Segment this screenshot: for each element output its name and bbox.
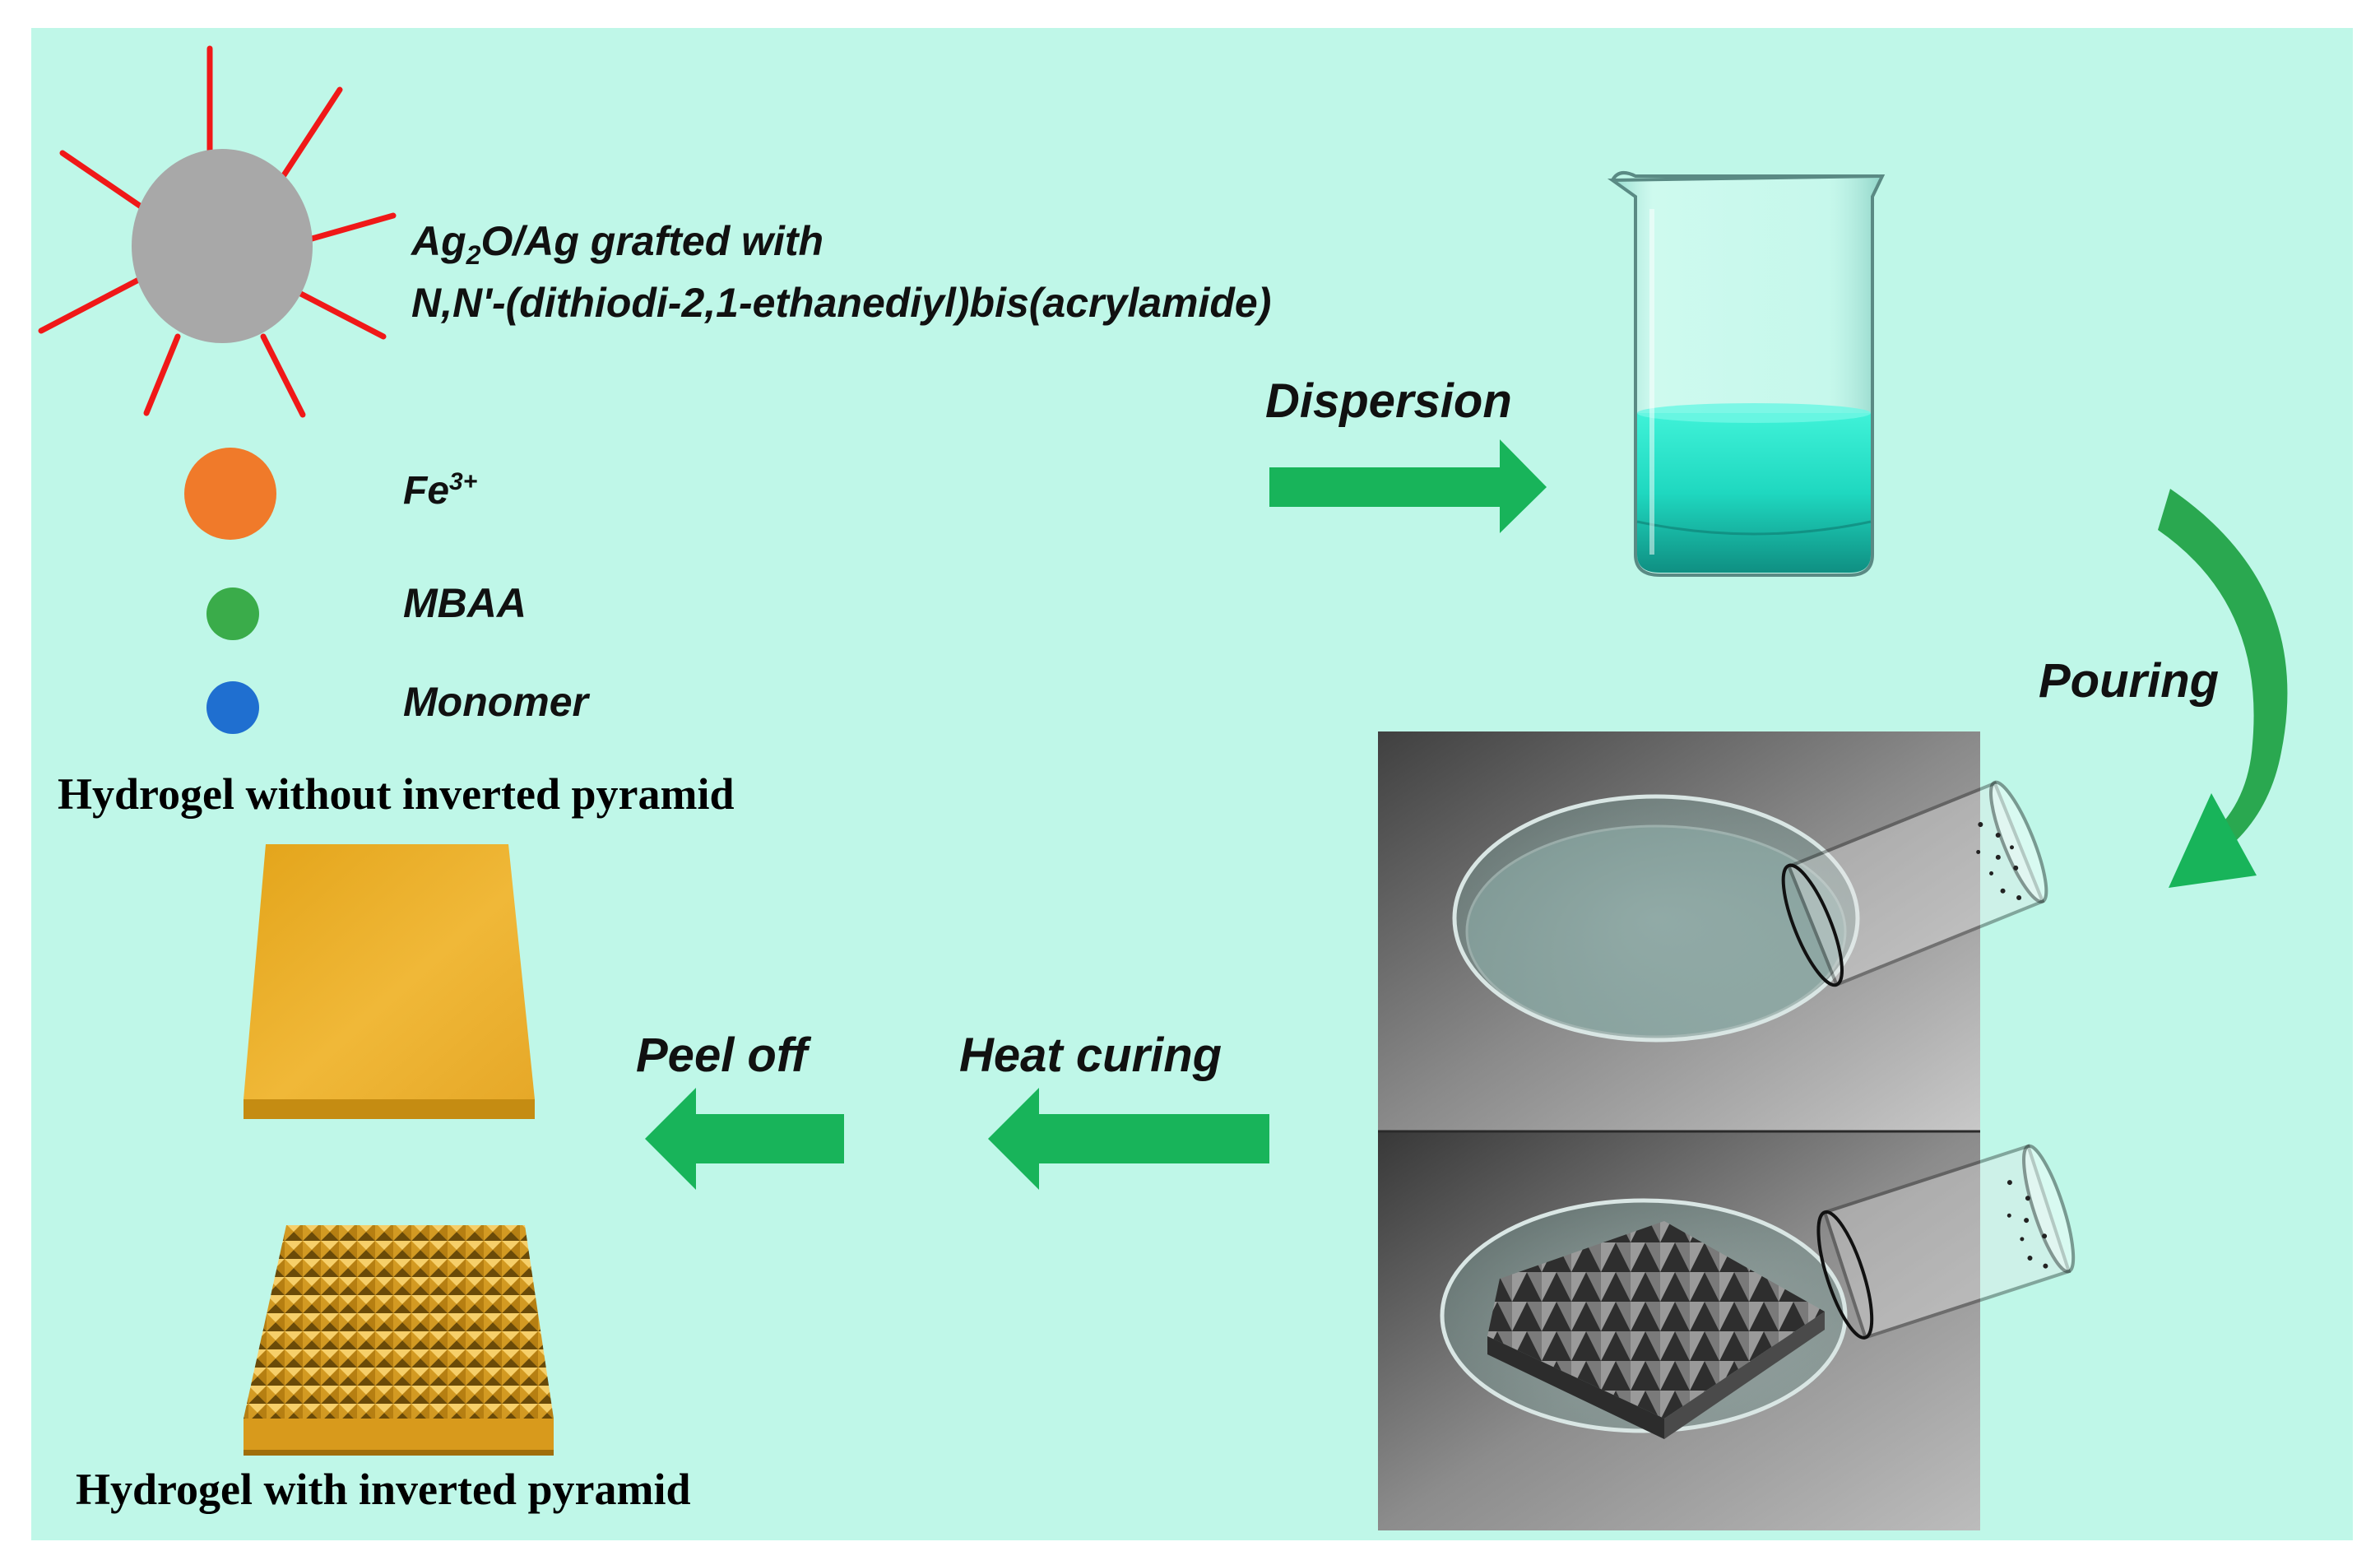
nanoparticle-label-line2: N,N'-(dithiodi-2,1-ethanediyl)bis(acryla…	[411, 280, 1272, 326]
peel-off-arrow	[645, 1088, 844, 1190]
pyramid-hydrogel-icon	[244, 1225, 554, 1456]
grafted-nanoparticle-icon	[38, 45, 397, 418]
ag-subscript: 2	[466, 240, 481, 270]
flat-hydrogel-icon	[244, 844, 535, 1119]
mbaa-label: MBAA	[403, 580, 527, 626]
monomer-label: Monomer	[403, 679, 588, 725]
pouring-render-panel	[1378, 731, 2076, 1530]
nanoparticle-label-line1: Ag2O/Ag grafted with	[411, 217, 823, 271]
dispersion-label: Dispersion	[1265, 374, 1512, 428]
fe-superscript: 3+	[449, 468, 478, 495]
monomer-icon	[206, 681, 259, 734]
mbaa-icon	[206, 587, 259, 640]
peel-off-label: Peel off	[636, 1029, 808, 1082]
diagram-graphics	[38, 45, 2288, 1530]
fe-ion-icon	[184, 448, 276, 540]
fe-base: Fe	[403, 469, 450, 513]
fe-label: Fe3+	[403, 468, 477, 513]
beaker-icon	[1607, 171, 1886, 577]
ag-suffix: O/Ag grafted with	[480, 218, 824, 264]
pouring-label: Pouring	[2039, 654, 2220, 708]
diagram-canvas: Ag2O/Ag grafted with N,N'-(dithiodi-2,1-…	[31, 28, 2353, 1540]
heat-curing-arrow	[988, 1088, 1269, 1190]
ag-prefix: Ag	[411, 218, 466, 264]
pouring-arrow	[2158, 489, 2288, 888]
hydrogel-with-pyramid-label: Hydrogel with inverted pyramid	[76, 1465, 691, 1514]
heat-curing-label: Heat curing	[959, 1029, 1222, 1082]
hydrogel-without-pyramid-label: Hydrogel without inverted pyramid	[58, 769, 735, 819]
dispersion-arrow	[1269, 439, 1547, 533]
